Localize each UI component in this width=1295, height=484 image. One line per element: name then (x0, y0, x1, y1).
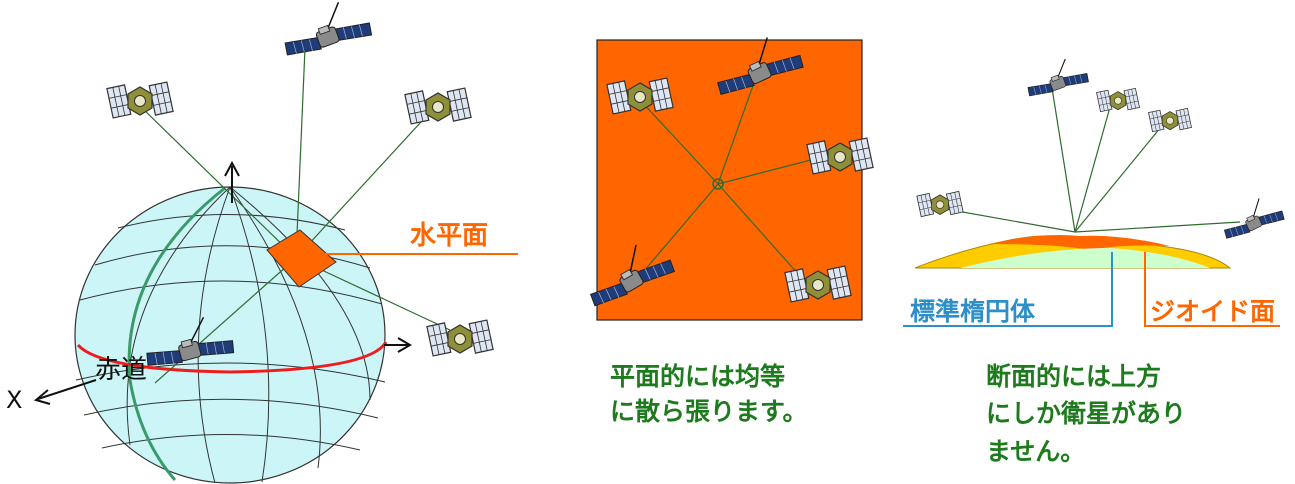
geoid-top-layer (990, 235, 1170, 250)
satellite-icon (1216, 191, 1286, 246)
globe (74, 186, 388, 484)
satellite-icon (806, 137, 874, 175)
satellite-icon (1148, 107, 1192, 133)
section-caption-line3: ません。 (986, 437, 1085, 466)
globe-panel: 水平面 X 赤道 (6, 0, 518, 484)
satellite-icon (784, 265, 852, 303)
observer-point (712, 178, 724, 190)
x-axis-label: X (6, 386, 22, 414)
section-caption-line1: 断面的には上方 (986, 362, 1161, 391)
reference-ellipsoid-label: 標準楕円体 (910, 297, 1036, 326)
satellite-icon (106, 81, 174, 119)
plan-view-panel: 平面的には均等 に散ら張ります。 (578, 27, 874, 426)
section-sight-lines (939, 87, 1241, 233)
satellite-icon (426, 319, 494, 357)
equator-label: 赤道 (95, 355, 147, 385)
satellite-icon (404, 87, 472, 125)
section-view-panel: 標準楕円体 ジオイド面 断面的には上方 にしか衛星があり ません。 (903, 53, 1286, 466)
reference-ellipsoid-surface (960, 248, 1210, 268)
geoid-label: ジオイド面 (1150, 297, 1275, 326)
left-arrow-icon (33, 379, 97, 405)
satellite-icon (606, 77, 674, 115)
satellite-icon (1021, 53, 1091, 103)
satellite-icon (275, 0, 375, 66)
horizontal-plane-label: 水平面 (410, 221, 488, 251)
satellite-icon (916, 190, 964, 218)
horizontal-plane (266, 229, 337, 288)
satellite-icon (1096, 87, 1140, 113)
up-arrow-icon (224, 160, 240, 203)
plan-caption-line2: に散ら張ります。 (610, 397, 808, 426)
geoid-leader (1144, 252, 1280, 327)
plan-caption-line1: 平面的には均等 (610, 362, 785, 391)
reference-ellipsoid-leader (903, 252, 1113, 327)
right-arrow-icon (384, 337, 412, 353)
section-caption-line2: にしか衛星があり (986, 399, 1186, 428)
